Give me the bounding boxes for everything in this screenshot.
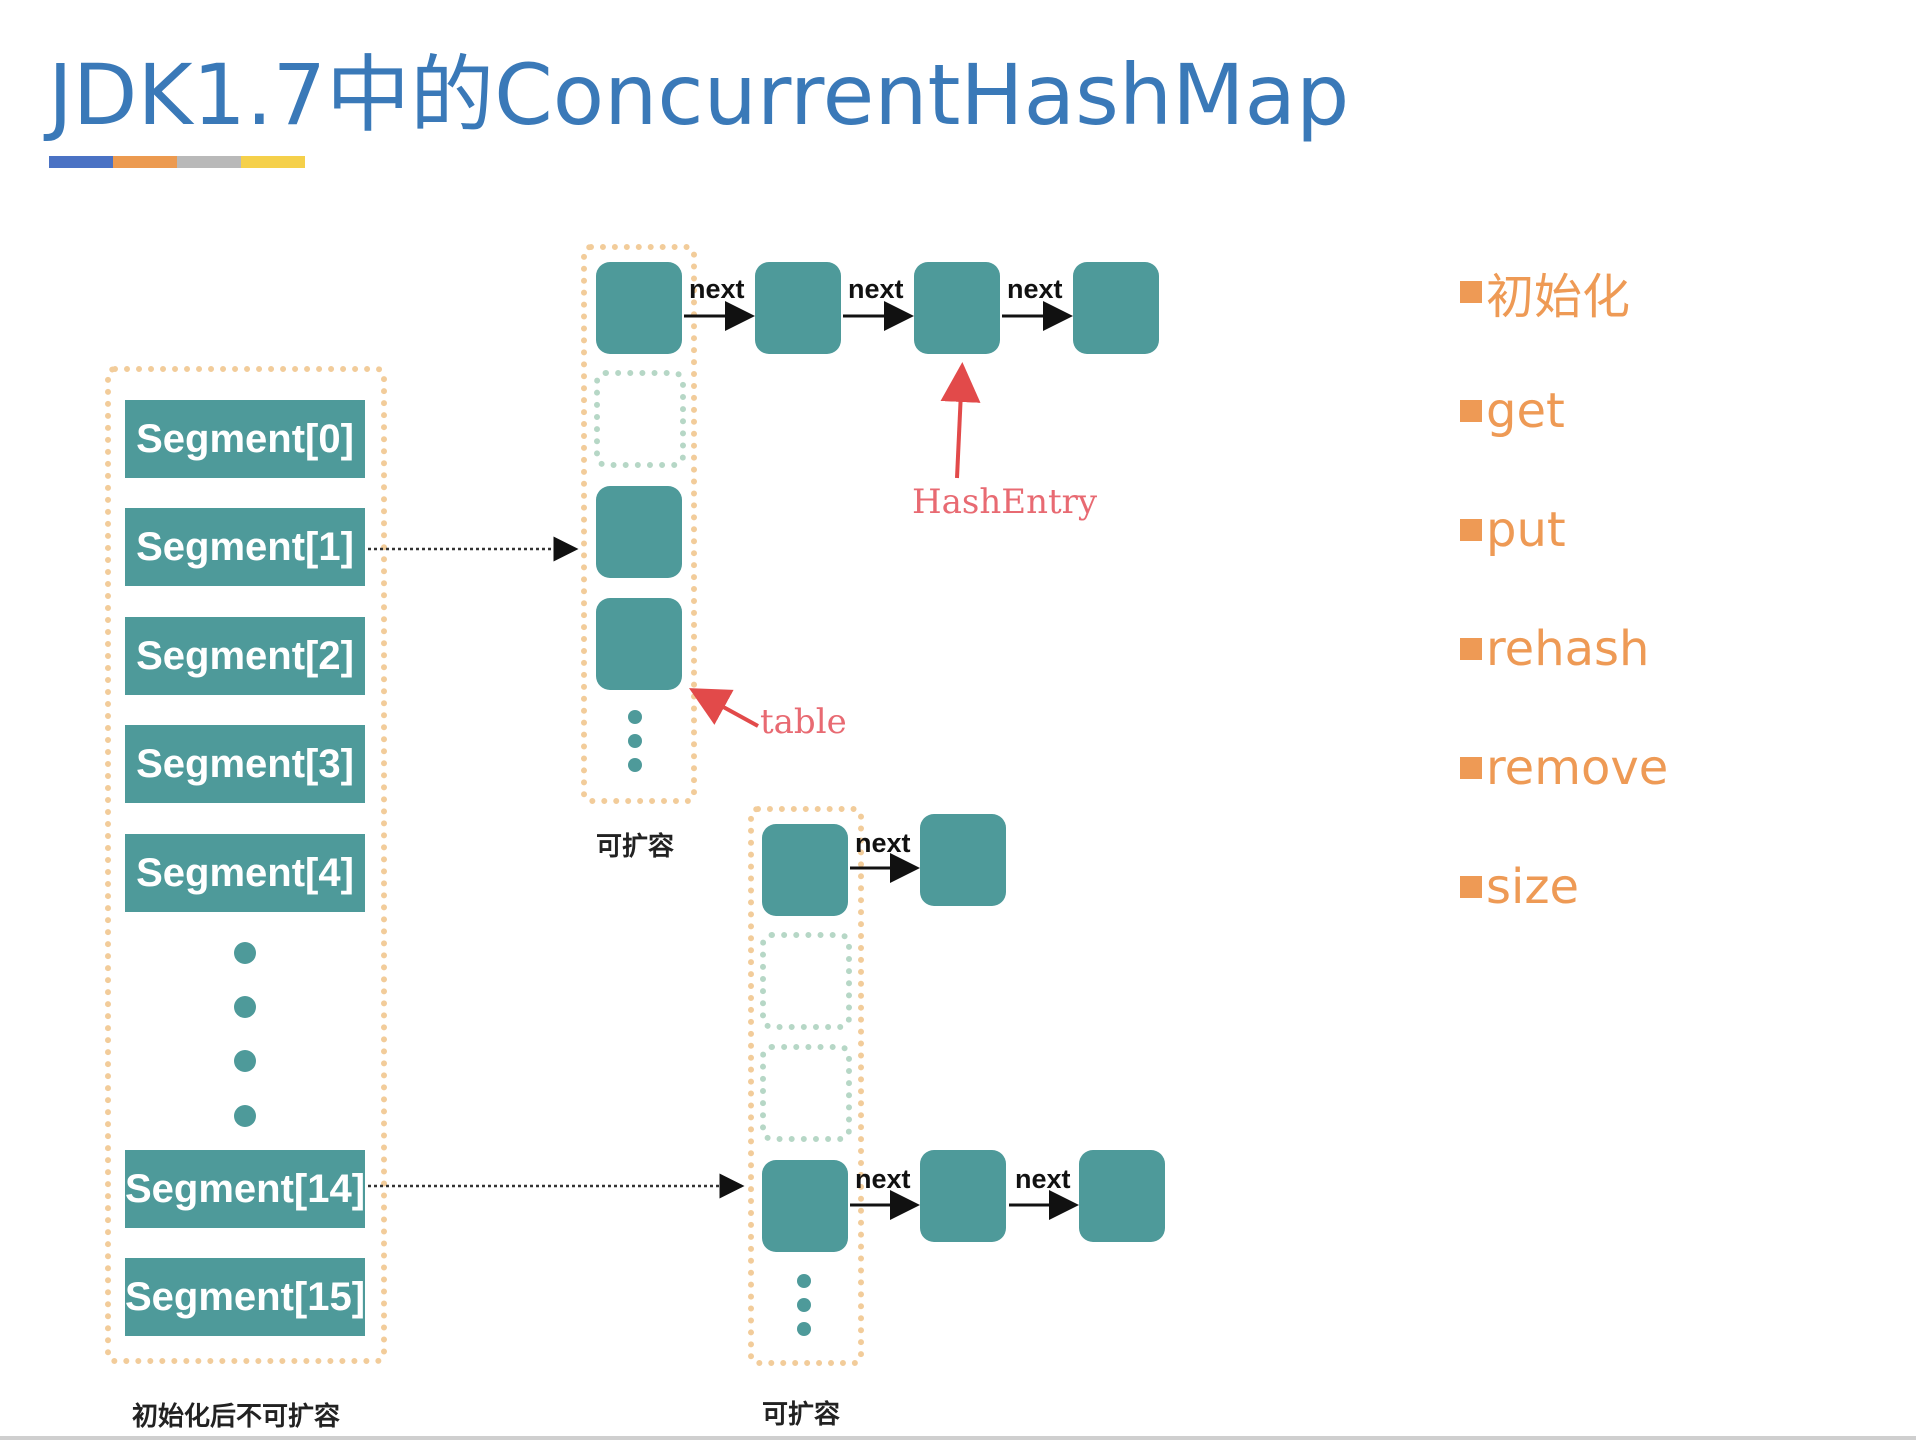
hash-entry-node	[1073, 262, 1159, 354]
segment-1: Segment[1]	[125, 508, 365, 586]
segment-14: Segment[14]	[125, 1150, 365, 1228]
next-label: next	[1015, 1164, 1071, 1194]
hash-entry-node	[914, 262, 1000, 354]
segment-array-container	[105, 366, 387, 1364]
bullet-square-icon	[1460, 281, 1482, 303]
ellipsis-dot	[628, 758, 642, 772]
side-item-init: 初始化	[1460, 262, 1630, 325]
hash-entry-annotation: HashEntry	[912, 482, 1098, 522]
segment-4: Segment[4]	[125, 834, 365, 912]
hash-entry-node	[920, 1150, 1006, 1242]
title-underline-blue	[49, 156, 113, 168]
bullet-square-icon	[1460, 638, 1482, 660]
ellipsis-dot	[797, 1298, 811, 1312]
segment-0: Segment[0]	[125, 400, 365, 478]
table-top-empty-slot	[594, 370, 686, 468]
table-bottom-bucket-3	[762, 1160, 848, 1252]
segment-2: Segment[2]	[125, 617, 365, 695]
table-bottom-caption: 可扩容	[762, 1400, 841, 1430]
next-label: next	[848, 274, 904, 304]
table-bottom-empty-slot	[760, 932, 852, 1030]
bullet-square-icon	[1460, 400, 1482, 422]
side-item-label: size	[1486, 859, 1580, 915]
side-item-label: rehash	[1486, 621, 1650, 677]
side-item-rehash: rehash	[1460, 619, 1649, 679]
hash-entry-node	[1079, 1150, 1165, 1242]
table-bottom-empty-slot	[760, 1044, 852, 1142]
table-annotation: table	[760, 702, 847, 742]
side-item-get: get	[1460, 381, 1565, 441]
next-label: next	[1007, 274, 1063, 304]
title-underline-yellow	[241, 156, 305, 168]
segment-15: Segment[15]	[125, 1258, 365, 1336]
table-top-caption: 可扩容	[596, 832, 675, 862]
bullet-square-icon	[1460, 519, 1482, 541]
segment-array-caption: 初始化后不可扩容	[132, 1402, 341, 1432]
ellipsis-dot	[234, 996, 256, 1018]
next-label: next	[689, 274, 745, 304]
bullet-square-icon	[1460, 876, 1482, 898]
side-item-size: size	[1460, 857, 1579, 917]
side-item-put: put	[1460, 500, 1566, 560]
table-bottom-bucket-0	[762, 824, 848, 916]
bottom-border	[0, 1436, 1916, 1440]
title-underline-orange	[113, 156, 177, 168]
side-item-remove: remove	[1460, 738, 1668, 798]
side-item-label: remove	[1486, 740, 1669, 796]
table-top-container	[581, 244, 697, 804]
table-top-bucket-2	[596, 486, 682, 578]
side-item-label: put	[1486, 502, 1566, 558]
ellipsis-dot	[234, 1050, 256, 1072]
table-pointer-arrow	[688, 688, 759, 728]
ellipsis-dot	[234, 1105, 256, 1127]
table-top-bucket-3	[596, 598, 682, 690]
bullet-square-icon	[1460, 757, 1482, 779]
page-title: JDK1.7中的ConcurrentHashMap	[48, 46, 1350, 144]
side-item-label: get	[1486, 383, 1565, 439]
hash-entry-pointer-arrow	[940, 362, 981, 479]
side-item-label: 初始化	[1486, 269, 1631, 325]
ellipsis-dot	[797, 1274, 811, 1288]
hash-entry-node	[920, 814, 1006, 906]
ellipsis-dot	[234, 942, 256, 964]
hash-entry-node	[755, 262, 841, 354]
next-label: next	[855, 1164, 911, 1194]
ellipsis-dot	[628, 710, 642, 724]
ellipsis-dot	[797, 1322, 811, 1336]
table-top-bucket-0	[596, 262, 682, 354]
ellipsis-dot	[628, 734, 642, 748]
segment-3: Segment[3]	[125, 725, 365, 803]
table-bottom-container	[748, 806, 864, 1366]
title-underline-gray	[177, 156, 241, 168]
